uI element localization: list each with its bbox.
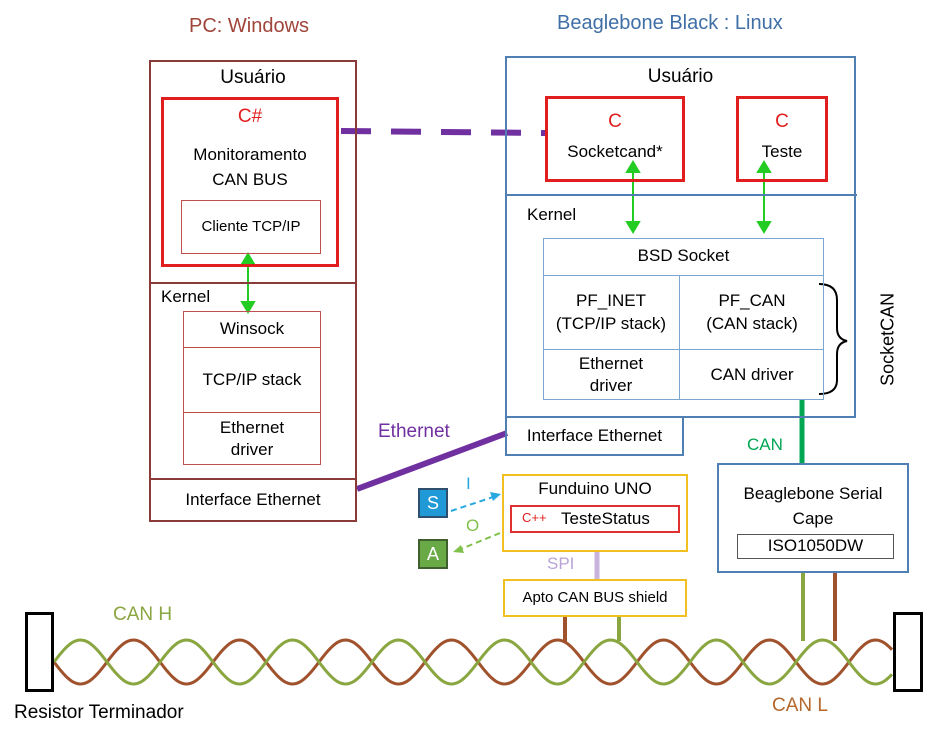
pc-eth-driver-line1: Ethernet (219, 417, 285, 437)
right-terminator (893, 612, 923, 692)
bbb-interface-box: Interface Ethernet (505, 416, 684, 456)
output-arrow (453, 532, 501, 553)
socketcan-brace (818, 283, 848, 395)
pc-tcpip-cell: TCP/IP stack (183, 348, 321, 413)
can-label: CAN (747, 435, 783, 454)
pc-app-lang: C# (237, 106, 263, 127)
iso-chip-box: ISO1050DW (737, 534, 894, 559)
serial-cape-line1: Beaglebone Serial (743, 484, 883, 503)
bbb-kernel-label: Kernel (527, 205, 577, 224)
pf-inet-line2: (TCP/IP stack) (555, 313, 667, 333)
funduino-title: Funduino UNO (538, 479, 652, 498)
can-l-wire (52, 638, 894, 686)
socketcan-label: SocketCAN (877, 292, 898, 386)
teste-status-box (510, 505, 680, 533)
can-shield-box: Apto CAN BUS shield (503, 579, 687, 617)
pc-eth-driver-cell: Ethernet driver (183, 413, 321, 465)
pc-kernel-divider (150, 282, 356, 284)
pc-kernel-label: Kernel (161, 287, 211, 306)
socketcand-box (545, 96, 685, 182)
pc-interface-label: Interface Ethernet (185, 490, 321, 509)
bbb-title: Beaglebone Black : Linux (557, 12, 783, 34)
pc-app-name-line1: Monitoramento (193, 145, 307, 164)
bbb-kernel-divider (506, 194, 857, 196)
pc-app-name-line2: CAN BUS (212, 170, 288, 189)
ethernet-link (355, 430, 509, 492)
teste-box (736, 96, 828, 182)
left-terminator (25, 612, 54, 692)
bsd-socket-cell: BSD Socket (543, 238, 824, 276)
pf-can-line2: (CAN stack) (706, 313, 798, 333)
input-label: I (466, 474, 471, 493)
pc-tcpip-label: TCP/IP stack (202, 369, 302, 389)
pc-frame (149, 60, 357, 522)
can-driver-label: CAN driver (710, 364, 794, 384)
bbb-user-label: Usuário (647, 66, 714, 87)
tcp-client-box: Cliente TCP/IP (181, 200, 321, 254)
bbb-eth-driver-line1: Ethernet (578, 353, 644, 373)
pc-app-box (161, 97, 339, 267)
teste-status-lang: C++ (522, 510, 547, 525)
pc-user-label: Usuário (220, 67, 286, 88)
signal-a-square: A (418, 539, 448, 569)
ethernet-label: Ethernet (378, 421, 450, 442)
pf-inet-line1: PF_INET (576, 291, 646, 311)
resistor-label: Resistor Terminador (14, 702, 184, 723)
input-arrow (450, 492, 501, 512)
spi-label: SPI (547, 554, 575, 573)
can-shield-label: Apto CAN BUS shield (522, 589, 668, 607)
iso-chip-label: ISO1050DW (767, 536, 864, 556)
bsd-socket-label: BSD Socket (637, 246, 730, 266)
teste-status-name: TesteStatus (561, 509, 650, 528)
can-l-label: CAN L (772, 695, 828, 716)
can-h-wire (52, 638, 894, 686)
can-h-label: CAN H (113, 604, 173, 625)
teste-name: Teste (761, 142, 803, 161)
output-label: O (466, 516, 480, 535)
tcp-client-label: Cliente TCP/IP (201, 218, 301, 236)
teste-lang: C (775, 111, 789, 132)
pc-kernel-stack (183, 311, 321, 465)
serial-cape-line2: Cape (792, 509, 834, 528)
winsock-cell: Winsock (183, 311, 321, 348)
pf-inet-cell: PF_INET (TCP/IP stack) (543, 276, 680, 350)
signal-s-square: S (418, 488, 448, 518)
socketcand-lang: C (608, 111, 622, 132)
bbb-eth-driver-line2: driver (589, 376, 633, 395)
winsock-label: Winsock (219, 318, 285, 338)
serial-cape-box (717, 463, 909, 573)
pf-can-cell: PF_CAN (CAN stack) (680, 276, 824, 350)
pc-title: PC: Windows (189, 15, 310, 37)
pc-interface-divider (150, 478, 356, 480)
tcp-dashed-link (340, 128, 546, 136)
funduino-box (502, 474, 688, 552)
bbb-eth-driver-cell: Ethernet driver (543, 350, 680, 400)
can-driver-cell: CAN driver (680, 350, 824, 400)
socketcan-table (543, 238, 824, 400)
pf-can-line1: PF_CAN (718, 291, 786, 311)
socketcand-name: Socketcand* (567, 142, 663, 161)
bbb-interface-label: Interface Ethernet (526, 425, 663, 445)
pc-eth-driver-line2: driver (230, 440, 274, 459)
